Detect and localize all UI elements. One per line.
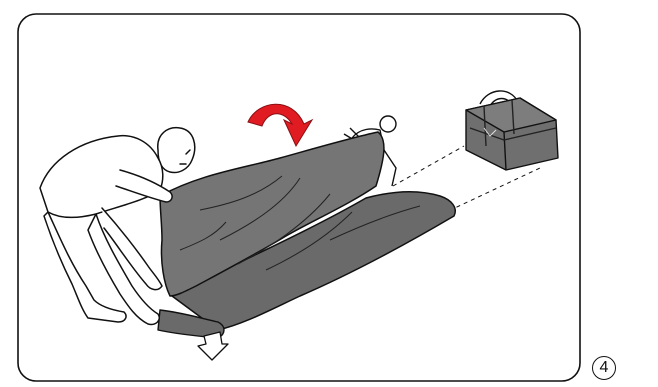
step-number-badge: 4 [592, 356, 616, 380]
